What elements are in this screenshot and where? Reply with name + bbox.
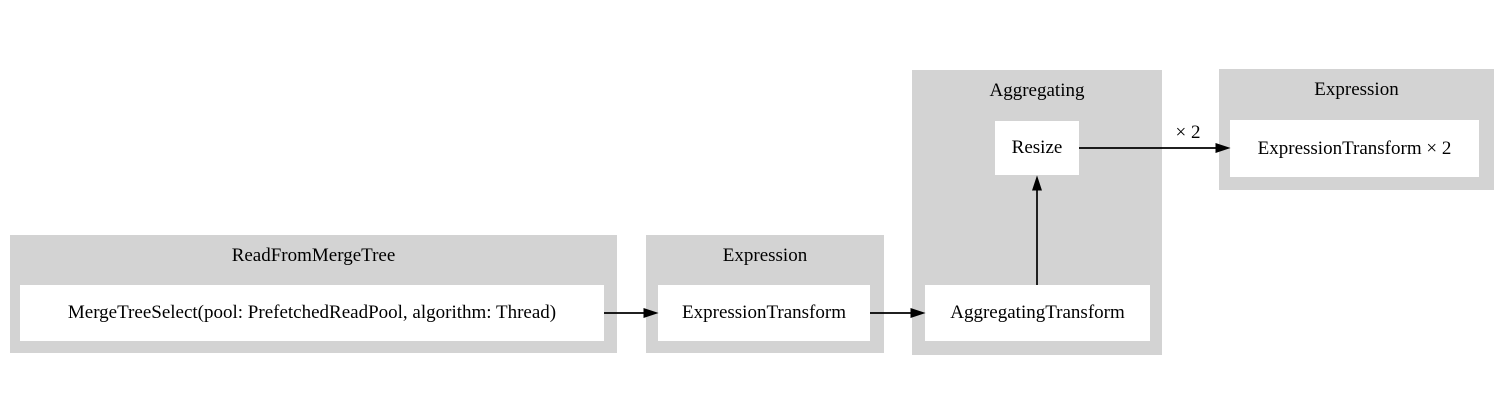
cluster-readfrommergetree-label: ReadFromMergeTree — [231, 245, 396, 266]
node-mergetreeselect: MergeTreeSelect(pool: PrefetchedReadPool… — [20, 285, 604, 341]
cluster-expression-1-label: Expression — [722, 245, 808, 266]
cluster-expression-2-label: Expression — [1314, 79, 1399, 100]
node-aggregatingtransform: AggregatingTransform — [925, 285, 1150, 341]
node-resize: Resize — [995, 121, 1079, 175]
node-expressiontransform-x2: ExpressionTransform × 2 — [1230, 120, 1479, 177]
node-expressiontransform: ExpressionTransform — [658, 285, 870, 341]
cluster-aggregating-label: Aggregating — [989, 80, 1085, 101]
edge-label-x2: × 2 — [1175, 122, 1201, 143]
